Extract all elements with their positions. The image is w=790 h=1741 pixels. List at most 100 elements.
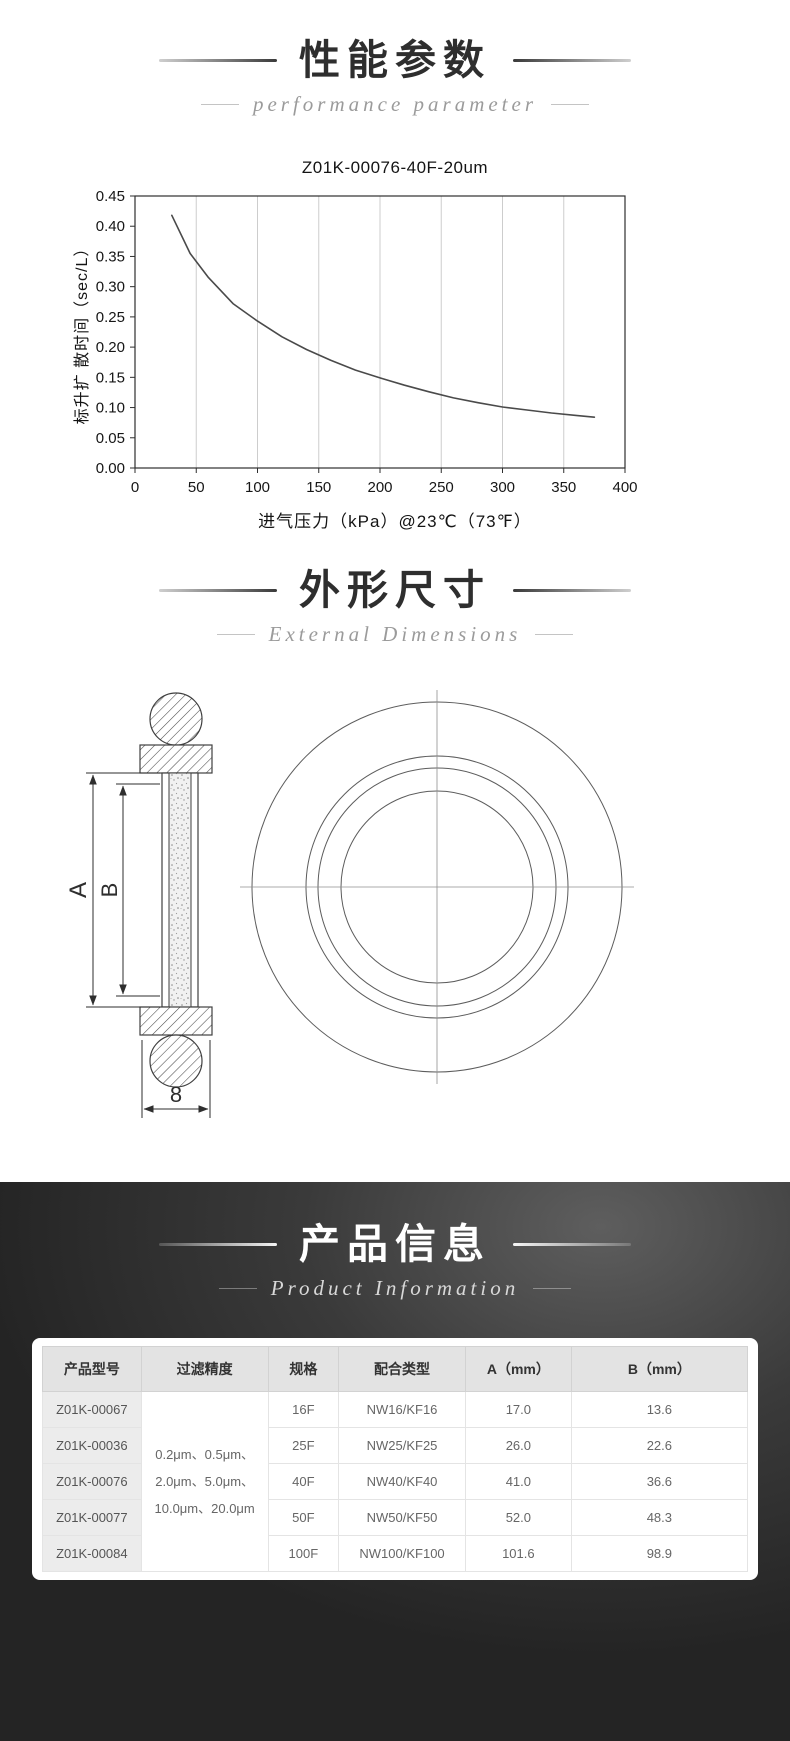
dim-width-label: 8 [170, 1082, 182, 1107]
oring-top [149, 692, 203, 746]
y-tick-label: 0.05 [96, 430, 125, 447]
y-tick-label: 0.25 [96, 309, 125, 326]
type-cell: NW40/KF40 [338, 1463, 466, 1500]
chart-x-axis-label: 进气压力（kPa）@23℃（73℉） [258, 512, 532, 531]
column-header: 规格 [267, 1346, 340, 1392]
spec-cell: 40F [267, 1463, 340, 1500]
dimensions-heading: 外形尺寸 [0, 566, 790, 614]
cross-section-view [139, 692, 213, 1088]
heading-line-left [159, 58, 277, 62]
filter-media [168, 772, 192, 1008]
y-tick-label: 0.40 [96, 218, 125, 235]
x-tick-label: 150 [306, 479, 331, 496]
dimensions-title: 外形尺寸 [299, 567, 491, 613]
product-heading: 产品信息 [0, 1220, 790, 1268]
model-cell: Z01K-00067 [42, 1391, 142, 1428]
a-value-cell: 17.0 [464, 1391, 572, 1428]
product-subtitle-row: Product Information [0, 1274, 790, 1302]
dimensions-section: 外形尺寸 External Dimensions [0, 566, 790, 1138]
b-value-cell: 36.6 [570, 1463, 749, 1500]
dimension-annotations: A B 8 [65, 772, 211, 1118]
y-tick-label: 0.10 [96, 400, 125, 417]
y-tick-label: 0.45 [96, 188, 125, 205]
b-value-cell: 48.3 [570, 1499, 749, 1536]
x-tick-label: 300 [490, 479, 515, 496]
product-subtitle: Product Information [270, 1276, 520, 1300]
flange-bottom [139, 1006, 213, 1036]
model-cell: Z01K-00084 [42, 1535, 142, 1572]
column-header: 过滤精度 [140, 1346, 269, 1392]
x-tick-label: 50 [188, 479, 205, 496]
model-cell: Z01K-00076 [42, 1463, 142, 1500]
column-header: 产品型号 [42, 1346, 142, 1392]
subtitle-line [533, 1287, 572, 1289]
chart-y-axis-label: 标升扩 散时间（sec/L） [74, 239, 91, 425]
a-value-cell: 41.0 [464, 1463, 572, 1500]
a-value-cell: 26.0 [464, 1427, 572, 1464]
spec-cell: 100F [267, 1535, 340, 1572]
subtitle-line [218, 1287, 257, 1289]
spec-cell: 16F [267, 1391, 340, 1428]
x-tick-label: 250 [429, 479, 454, 496]
y-tick-label: 0.15 [96, 369, 125, 386]
b-value-cell: 13.6 [570, 1391, 749, 1428]
heading-line-right [513, 58, 631, 62]
front-view [240, 690, 634, 1084]
subtitle-line [216, 633, 255, 635]
subtitle-line [551, 103, 590, 105]
column-header: A（mm） [464, 1346, 572, 1392]
performance-title: 性能参数 [299, 37, 491, 83]
x-tick-label: 200 [367, 479, 392, 496]
performance-heading: 性能参数 [0, 36, 790, 84]
type-cell: NW100/KF100 [338, 1535, 466, 1572]
oring-bottom [149, 1034, 203, 1088]
dim-a-label: A [65, 882, 92, 898]
performance-chart: 0.00 0.05 0.10 0.15 0.20 0.25 0.30 0.35 0.40 0.45… [96, 188, 638, 496]
heading-line-left [159, 1242, 277, 1246]
y-tick-label: 0.30 [96, 279, 125, 296]
x-tick-label: 0 [131, 479, 139, 496]
x-tick-label: 100 [245, 479, 270, 496]
subtitle-line [200, 103, 239, 105]
dimensions-subtitle: External Dimensions [268, 622, 522, 646]
heading-line-left [159, 588, 277, 592]
heading-line-right [513, 1242, 631, 1246]
performance-section: 性能参数 performance parameter Z01K-00076-40… [0, 0, 790, 532]
x-tick-label: 350 [551, 479, 576, 496]
column-header: 配合类型 [338, 1346, 466, 1392]
dimension-drawing: A B 8 [65, 690, 634, 1118]
data-curve [171, 214, 596, 418]
x-tick-label: 400 [612, 479, 637, 496]
type-cell: NW16/KF16 [338, 1391, 466, 1428]
performance-subtitle: performance parameter [252, 92, 538, 116]
b-value-cell: 98.9 [570, 1535, 749, 1572]
spec-cell: 25F [267, 1427, 340, 1464]
y-tick-label: 0.35 [96, 248, 125, 265]
spec-cell: 50F [267, 1499, 340, 1536]
type-cell: NW25/KF25 [338, 1427, 466, 1464]
model-cell: Z01K-00077 [42, 1499, 142, 1536]
flange-top [139, 744, 213, 774]
performance-subtitle-row: performance parameter [0, 90, 790, 118]
type-cell: NW50/KF50 [338, 1499, 466, 1536]
a-value-cell: 101.6 [464, 1535, 572, 1572]
product-title: 产品信息 [299, 1221, 491, 1267]
y-tick-label: 0.00 [96, 460, 125, 477]
dim-b-label: B [97, 883, 122, 898]
b-value-cell: 22.6 [570, 1427, 749, 1464]
column-header: B（mm） [570, 1346, 749, 1392]
y-tick-label: 0.20 [96, 339, 125, 356]
model-cell: Z01K-00036 [42, 1427, 142, 1464]
dimensions-subtitle-row: External Dimensions [0, 620, 790, 648]
subtitle-line [535, 633, 574, 635]
heading-line-right [513, 588, 631, 592]
